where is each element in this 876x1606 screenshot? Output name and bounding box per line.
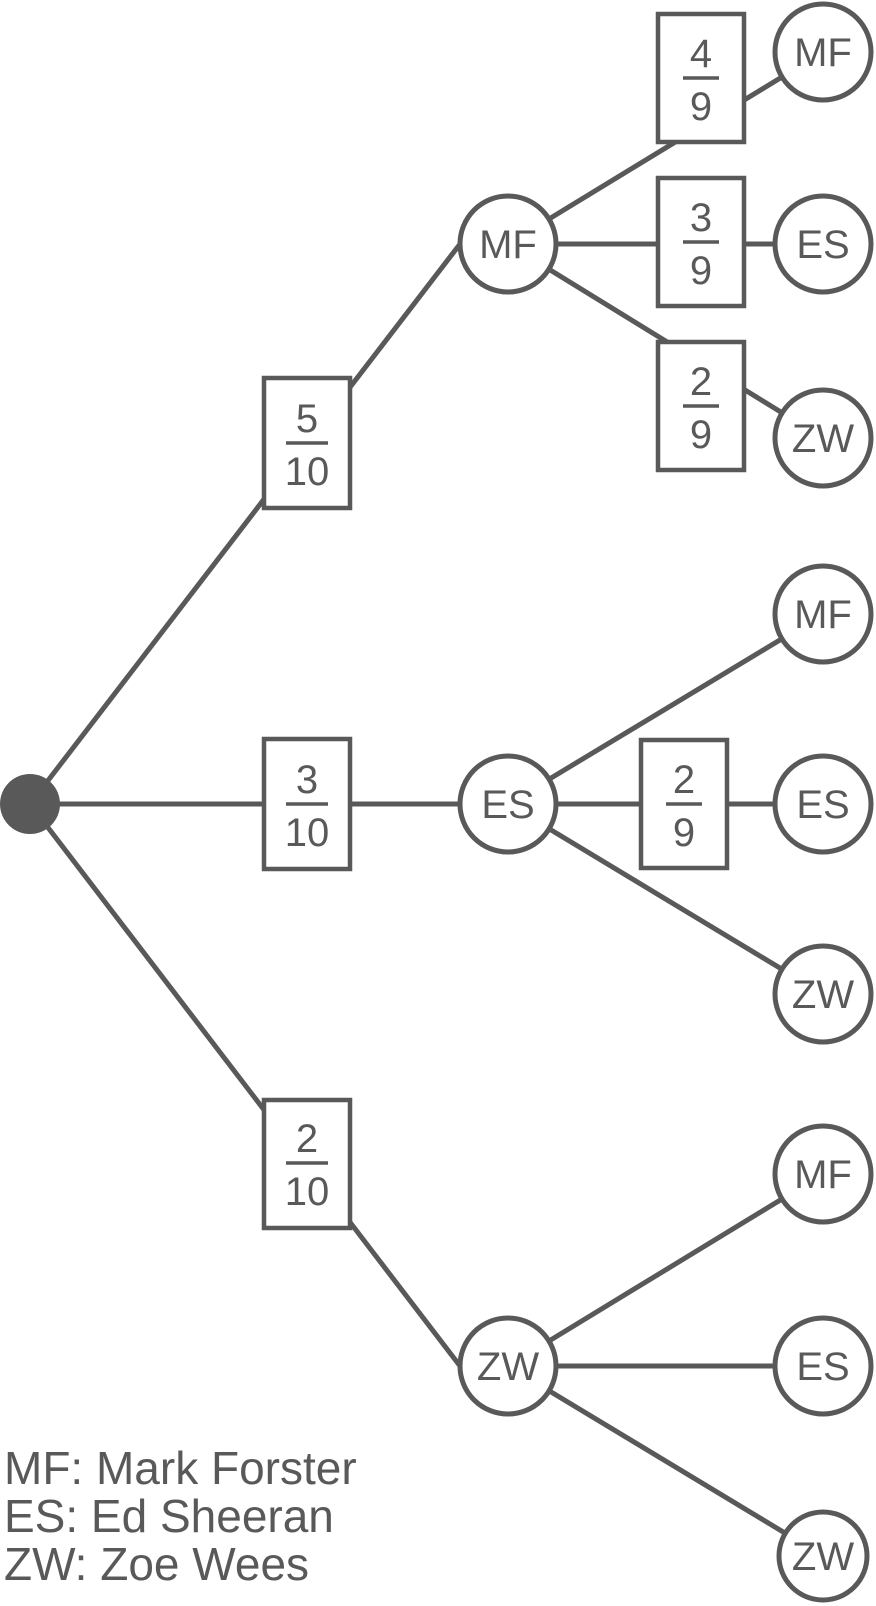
prob-first-es-numerator: 3 — [296, 758, 318, 802]
edge-zw-mf — [506, 1171, 825, 1369]
prob-first-mf: 5 10 — [261, 375, 353, 511]
node-mf-zw: ZW — [772, 387, 874, 489]
prob-mf-to-es-numerator: 3 — [690, 196, 712, 240]
node-zw-mf: MF — [772, 1123, 874, 1225]
node-zw-label: ZW — [477, 1345, 539, 1389]
node-es-zw: ZW — [772, 943, 874, 1045]
legend-item-es: ES: Ed Sheeran — [4, 1490, 334, 1542]
node-es-es: ES — [772, 753, 874, 855]
edge-zw-zw — [506, 1363, 825, 1559]
prob-first-zw-numerator: 2 — [296, 1117, 318, 1161]
prob-first-mf-numerator: 5 — [296, 397, 318, 441]
node-zw-mf-label: MF — [794, 1153, 852, 1197]
node-es-mf: MF — [772, 563, 874, 665]
prob-first-zw-denominator: 10 — [285, 1170, 330, 1214]
prob-first-zw: 2 10 — [261, 1097, 353, 1231]
node-es-mf-label: MF — [794, 593, 852, 637]
node-mf-zw-label: ZW — [792, 417, 854, 461]
node-mf-mf-label: MF — [794, 31, 852, 75]
prob-mf-to-mf-numerator: 4 — [690, 32, 712, 76]
node-es-zw-label: ZW — [792, 973, 854, 1017]
prob-es-to-es-denominator: 9 — [673, 811, 695, 855]
edge-root-mf — [28, 242, 462, 806]
node-es-label: ES — [481, 783, 534, 827]
node-mf-es-label: ES — [796, 223, 849, 267]
prob-first-mf-denominator: 10 — [285, 450, 330, 494]
edge-es-zw — [506, 801, 825, 997]
prob-mf-to-es: 3 9 — [655, 175, 747, 309]
prob-mf-to-zw-denominator: 9 — [690, 413, 712, 457]
node-zw-zw: ZW — [776, 1509, 870, 1603]
prob-es-to-es-numerator: 2 — [673, 758, 695, 802]
node-mf-mf: MF — [772, 1, 874, 103]
node-zw-zw-label: ZW — [792, 1535, 854, 1579]
edge-mf-mf — [506, 49, 825, 247]
node-zw: ZW — [457, 1315, 559, 1417]
node-mf-label: MF — [479, 223, 537, 267]
legend-item-mf: MF: Mark Forster — [4, 1442, 357, 1494]
legend: MF: Mark Forster ES: Ed Sheeran ZW: Zoe … — [4, 1442, 357, 1590]
node-mf: MF — [457, 193, 559, 295]
node-zw-es-label: ES — [796, 1345, 849, 1389]
prob-mf-to-zw: 2 9 — [655, 339, 747, 473]
root-node — [0, 774, 60, 834]
prob-mf-to-mf: 4 9 — [655, 11, 747, 145]
node-zw-es: ES — [772, 1315, 874, 1417]
prob-mf-to-zw-numerator: 2 — [690, 360, 712, 404]
node-mf-es: ES — [772, 193, 874, 295]
prob-es-to-es: 2 9 — [638, 737, 730, 871]
node-es: ES — [457, 753, 559, 855]
prob-first-es-denominator: 10 — [285, 811, 330, 855]
prob-mf-to-es-denominator: 9 — [690, 249, 712, 293]
edge-es-mf — [506, 611, 825, 807]
prob-first-es: 3 10 — [261, 736, 353, 872]
node-es-es-label: ES — [796, 783, 849, 827]
prob-mf-to-mf-denominator: 9 — [690, 85, 712, 129]
legend-item-zw: ZW: Zoe Wees — [4, 1538, 309, 1590]
edge-root-zw — [28, 802, 462, 1368]
